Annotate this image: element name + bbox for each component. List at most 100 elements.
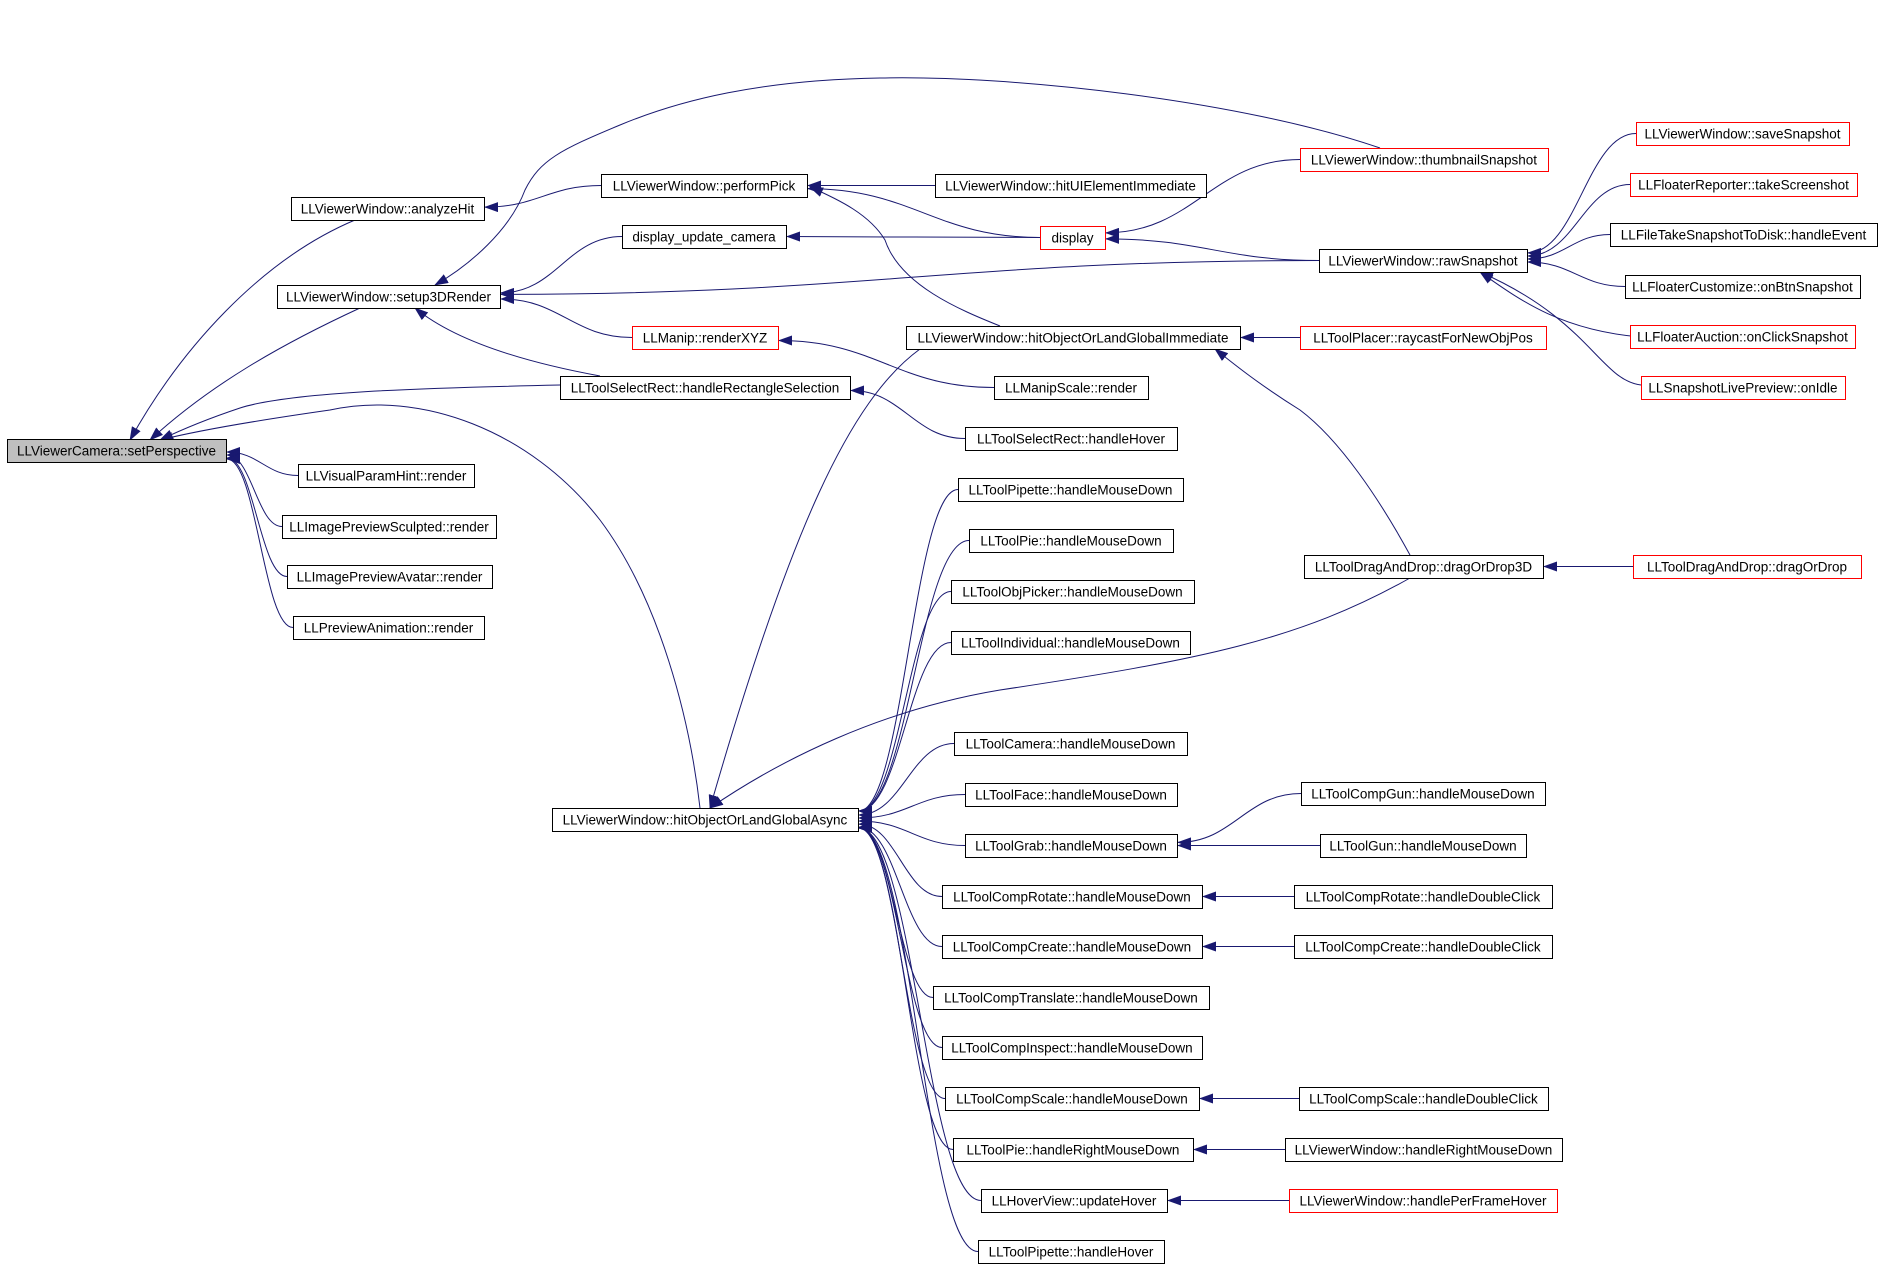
node-visualParamHint[interactable]: LLVisualParamHint::render: [298, 464, 475, 488]
node-pipetteMouseDown[interactable]: LLToolPipette::handleMouseDown: [958, 478, 1184, 502]
node-label: display: [1051, 231, 1093, 246]
node-saveSnapshot[interactable]: LLViewerWindow::saveSnapshot: [1636, 122, 1850, 146]
call-edge: [129, 219, 356, 441]
node-box: [942, 885, 1203, 909]
node-box: [969, 529, 1174, 553]
node-box: [935, 174, 1207, 198]
node-thumbnailSnapshot[interactable]: LLViewerWindow::thumbnailSnapshot: [1300, 148, 1549, 172]
node-onClickSnapshot[interactable]: LLFloaterAuction::onClickSnapshot: [1630, 325, 1856, 349]
node-previewAnimation[interactable]: LLPreviewAnimation::render: [293, 616, 485, 640]
node-perFrameHover[interactable]: LLViewerWindow::handlePerFrameHover: [1289, 1189, 1558, 1213]
node-viewerRightMouseDown[interactable]: LLViewerWindow::handleRightMouseDown: [1285, 1138, 1563, 1162]
node-label: LLToolCompInspect::handleMouseDown: [951, 1041, 1192, 1056]
node-box: [945, 1087, 1200, 1111]
node-pipetteHandleHover[interactable]: LLToolPipette::handleHover: [978, 1240, 1165, 1264]
node-label: LLFloaterAuction::onClickSnapshot: [1637, 330, 1848, 345]
node-box: [965, 834, 1178, 858]
node-box: [291, 197, 485, 221]
node-display[interactable]: display: [1040, 226, 1106, 250]
node-label: LLPreviewAnimation::render: [304, 621, 474, 636]
node-box: [1301, 782, 1546, 806]
call-edge: [500, 293, 633, 338]
node-compTranslateMouseDown[interactable]: LLToolCompTranslate::handleMouseDown: [933, 986, 1210, 1010]
node-grabMouseDown[interactable]: LLToolGrab::handleMouseDown: [965, 834, 1178, 858]
call-edge: [858, 642, 952, 816]
node-box: [1641, 376, 1846, 400]
node-label: LLToolCompScale::handleMouseDown: [956, 1092, 1188, 1107]
node-label: LLToolGun::handleMouseDown: [1329, 839, 1516, 854]
node-takeSnapshotToDisk[interactable]: LLFileTakeSnapshotToDisk::handleEvent: [1610, 223, 1878, 247]
call-edge: [858, 540, 970, 816]
node-raycastForNewObjPos[interactable]: LLToolPlacer::raycastForNewObjPos: [1300, 326, 1547, 350]
node-box: [1285, 1138, 1563, 1162]
node-setup3DRender[interactable]: LLViewerWindow::setup3DRender: [277, 285, 501, 309]
call-edge: [1177, 793, 1302, 848]
call-edge: [1527, 133, 1637, 258]
node-box: [954, 732, 1188, 756]
node-dragOrDrop3D[interactable]: LLToolDragAndDrop::dragOrDrop3D: [1304, 555, 1544, 579]
node-objPickerMouseDown[interactable]: LLToolObjPicker::handleMouseDown: [951, 580, 1195, 604]
node-manipScaleRender[interactable]: LLManipScale::render: [994, 376, 1149, 400]
node-label: LLToolPlacer::raycastForNewObjPos: [1313, 331, 1533, 346]
node-compScaleMouseDown[interactable]: LLToolCompScale::handleMouseDown: [945, 1087, 1200, 1111]
node-box: [1040, 226, 1106, 250]
node-hitObjectOrLandGlobalImmediate[interactable]: LLViewerWindow::hitObjectOrLandGlobalImm…: [906, 326, 1241, 350]
call-edge: [484, 185, 602, 213]
node-label: LLToolCompCreate::handleMouseDown: [953, 940, 1191, 955]
node-box: [298, 464, 475, 488]
node-label: LLFloaterReporter::takeScreenshot: [1638, 178, 1849, 193]
node-compCreateMouseDown[interactable]: LLToolCompCreate::handleMouseDown: [942, 935, 1203, 959]
call-edge: [708, 348, 921, 809]
node-imagePreviewAvatar[interactable]: LLImagePreviewAvatar::render: [287, 565, 493, 589]
node-takeScreenshot[interactable]: LLFloaterReporter::takeScreenshot: [1630, 173, 1858, 197]
node-hitObjectOrLandGlobalAsync[interactable]: LLViewerWindow::hitObjectOrLandGlobalAsy…: [552, 808, 859, 832]
call-edge: [414, 307, 601, 377]
node-snapshotOnIdle[interactable]: LLSnapshotLivePreview::onIdle: [1641, 376, 1846, 400]
node-box: [1300, 326, 1547, 350]
node-box: [951, 631, 1191, 655]
node-performPick[interactable]: LLViewerWindow::performPick: [601, 174, 808, 198]
node-compRotateDoubleClick[interactable]: LLToolCompRotate::handleDoubleClick: [1294, 885, 1553, 909]
node-onBtnSnapshot[interactable]: LLFloaterCustomize::onBtnSnapshot: [1625, 275, 1861, 299]
node-setPerspective[interactable]: LLViewerCamera::setPerspective: [7, 439, 227, 463]
node-pieMouseDown[interactable]: LLToolPie::handleMouseDown: [969, 529, 1174, 553]
node-box: [560, 376, 851, 400]
node-compCreateDoubleClick[interactable]: LLToolCompCreate::handleDoubleClick: [1294, 935, 1553, 959]
node-displayUpdateCamera[interactable]: display_update_camera: [622, 225, 787, 249]
node-label: LLManip::renderXYZ: [643, 331, 768, 346]
node-handleRectangleSelection[interactable]: LLToolSelectRect::handleRectangleSelecti…: [560, 376, 851, 400]
node-box: [953, 1138, 1194, 1162]
node-pieRightMouseDown[interactable]: LLToolPie::handleRightMouseDown: [953, 1138, 1194, 1162]
node-box: [978, 1240, 1165, 1264]
node-faceMouseDown[interactable]: LLToolFace::handleMouseDown: [965, 783, 1178, 807]
call-edge: [858, 823, 982, 1201]
node-box: [601, 174, 808, 198]
node-box: [287, 565, 493, 589]
node-imagePreviewSculpted[interactable]: LLImagePreviewSculpted::render: [282, 515, 497, 539]
call-edge: [858, 816, 966, 846]
call-edge: [858, 743, 955, 820]
node-dragOrDrop[interactable]: LLToolDragAndDrop::dragOrDrop: [1633, 555, 1862, 579]
node-label: LLToolCompRotate::handleDoubleClick: [1306, 890, 1541, 905]
node-box: [1294, 885, 1553, 909]
node-selectRectHandleHover[interactable]: LLToolSelectRect::handleHover: [965, 427, 1178, 451]
node-compRotateMouseDown[interactable]: LLToolCompRotate::handleMouseDown: [942, 885, 1203, 909]
node-hoverViewUpdateHover[interactable]: LLHoverView::updateHover: [981, 1189, 1168, 1213]
call-edge: [1527, 257, 1626, 287]
node-rawSnapshot[interactable]: LLViewerWindow::rawSnapshot: [1319, 249, 1528, 273]
call-edge: [778, 335, 995, 388]
node-hitUIElementImmediate[interactable]: LLViewerWindow::hitUIElementImmediate: [935, 174, 1207, 198]
node-compInspectMouseDown[interactable]: LLToolCompInspect::handleMouseDown: [942, 1036, 1203, 1060]
node-compGunMouseDown[interactable]: LLToolCompGun::handleMouseDown: [1301, 782, 1546, 806]
node-individualMouseDown[interactable]: LLToolIndividual::handleMouseDown: [951, 631, 1191, 655]
node-compScaleDoubleClick[interactable]: LLToolCompScale::handleDoubleClick: [1299, 1087, 1549, 1111]
node-analyzeHit[interactable]: LLViewerWindow::analyzeHit: [291, 197, 485, 221]
node-label: LLViewerWindow::saveSnapshot: [1644, 127, 1840, 142]
node-box: [293, 616, 485, 640]
node-manipRenderXYZ[interactable]: LLManip::renderXYZ: [632, 326, 779, 350]
node-cameraMouseDown[interactable]: LLToolCamera::handleMouseDown: [954, 732, 1188, 756]
node-gunMouseDown[interactable]: LLToolGun::handleMouseDown: [1320, 834, 1527, 858]
call-edge: [809, 186, 1001, 327]
node-label: LLViewerWindow::rawSnapshot: [1328, 254, 1518, 269]
node-box: [951, 580, 1195, 604]
